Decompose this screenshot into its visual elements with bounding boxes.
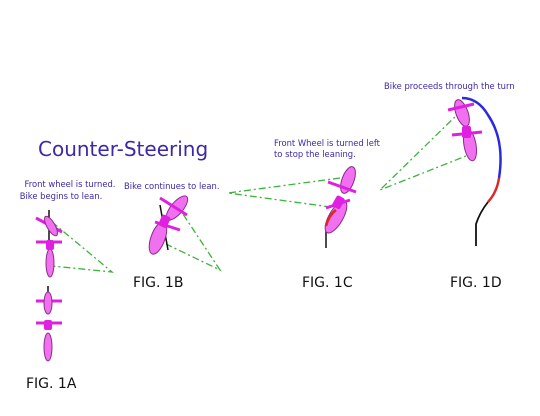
bike-1c: [324, 166, 357, 248]
fig-label-1c: FIG. 1C: [302, 275, 353, 291]
bike-1b: [148, 195, 189, 255]
caption-1c-line2: to stop the leaning.: [274, 149, 356, 159]
fig-label-1b: FIG. 1B: [133, 275, 183, 291]
caption-1d: Bike proceeds through the turn: [384, 81, 515, 91]
bike-1a-bottom: [36, 286, 62, 362]
guide-1a: [51, 221, 115, 273]
fig-label-1a: FIG. 1A: [26, 376, 77, 392]
bike-1d: [447, 96, 502, 246]
caption-1b: Bike continues to lean.: [124, 181, 220, 191]
caption-1a-line1: Front wheel is turned.: [25, 179, 116, 189]
guide-lines: [51, 109, 467, 273]
caption-1a-line2: Bike begins to lean.: [20, 191, 103, 201]
guide-1d: [379, 109, 467, 191]
caption-1c-line1: Front Wheel is turned left: [274, 138, 381, 148]
guide-1c: [227, 177, 341, 209]
guide-1b: [165, 201, 222, 272]
bike-1a-top: [35, 210, 63, 278]
fig-label-1d: FIG. 1D: [450, 275, 502, 291]
diagram-title: Counter-Steering: [38, 137, 208, 161]
